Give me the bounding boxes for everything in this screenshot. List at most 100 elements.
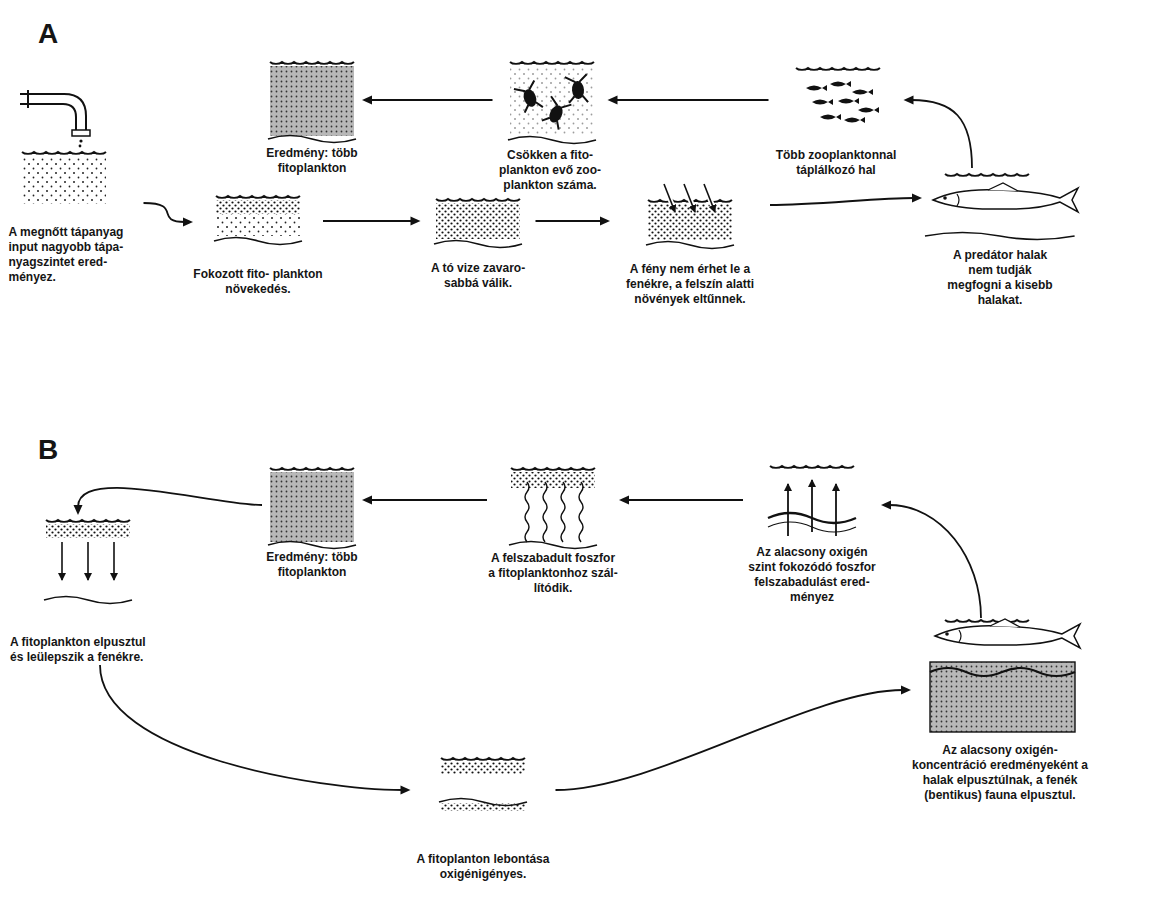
illustration-use [270,62,354,64]
illustration-use [925,233,1075,240]
arrow-line [100,665,403,790]
panel-caption: Eredmény: több fitoplankton [262,146,362,176]
illustration-line [664,184,675,212]
flow-arrow [144,203,194,227]
arrow-line [627,499,743,501]
illustration-use [852,89,873,95]
flow-arrow [881,501,981,619]
arrow-head [600,217,610,226]
illustration-use [509,542,597,549]
flow-arrow [100,665,411,795]
illustration-use [935,619,1080,648]
stage-panel: Eredmény: több fitoplankton [262,60,362,176]
illustration-line [811,480,813,532]
flow-arrow [323,217,421,226]
stage-panel: A predátor halak nem tudják megfogni a k… [922,168,1078,308]
arrow-line [370,99,493,101]
illustration-line [835,484,837,536]
illustration-use [510,62,594,64]
flow-arrow [608,96,769,105]
arrow-line [770,198,914,205]
arrow-head [619,496,629,505]
illustration-rect [510,66,594,136]
illustration-path [579,482,583,542]
illustration-use [945,174,1029,176]
illustration-rect [930,662,1075,732]
flow-arrow [74,488,263,515]
illustration-use [508,137,596,144]
illustration-line [704,184,715,212]
arrow-line [889,505,981,618]
arrow-line [370,499,487,501]
arrow-line [536,220,603,222]
panel-caption: Csökken a fito- plankton evő zoo- plankt… [493,148,608,193]
arrow-head [901,686,911,695]
stage-panel: A fény nem érhet le a fenékre, a felszín… [610,182,770,307]
illustration-g [664,184,715,212]
panel-caption: A fitoplankton elpusztul és leülepszik a… [10,635,150,665]
illustration-use [434,241,522,248]
arrow-line [556,690,904,790]
arrow-head [74,505,83,515]
flow-arrow [362,496,487,505]
turbid-water-picture [434,199,522,248]
stage-panel: A fitoplanton lebontása oxigénigényes. [411,752,556,882]
illustration-rect [441,762,525,774]
illustration-line [27,90,29,108]
illustration-use [806,85,827,91]
illustration-use [511,468,595,470]
illustration-use [22,152,106,154]
flow-arrow [904,96,973,169]
arrow-head [362,96,372,105]
stage-panel: Az alacsony oxigén szint fokozódó foszfo… [743,460,881,605]
arrow-line [616,99,769,101]
stage-panel: Több zooplanktonnal táplálkozó hal [769,62,904,178]
decomposition-picture [439,758,527,811]
illustration-rect [72,130,90,136]
illustration-rect [270,472,354,542]
illustration-path [525,482,529,542]
panel-caption: A tó vize zavaro- sabbá válik. [421,261,536,291]
panel-caption: Eredmény: több fitoplankton [262,550,362,580]
illustration-use [436,199,520,201]
illustration-use [44,597,132,604]
illustration-g [525,482,583,542]
illustration-use [770,466,854,468]
stage-panel: A megnőtt tápanyag input nagyobb tápa- n… [9,95,144,285]
illustration-use [830,81,851,87]
illustration-line [664,184,675,212]
arrow-line [78,488,262,507]
arrow-head [183,218,193,227]
flow-arrow [556,686,912,791]
sinking-plankton-picture [44,520,132,604]
fish-school-picture [796,68,880,123]
illustration-g [62,542,114,580]
arrow-head [608,96,618,105]
illustration-rect [648,204,732,240]
illustration-use [858,107,879,113]
illustration-use [812,99,833,105]
illustration-use [838,98,859,104]
illustration-use [820,114,841,120]
flow-arrow [362,96,493,105]
illustration-use [268,136,356,143]
stage-panel: A tó vize zavaro- sabbá válik. [421,195,536,291]
illustration-use [565,74,589,104]
arrow-head [401,786,411,795]
illustration-line [684,184,695,212]
illustration-use [844,117,865,123]
panel-caption: A megnőtt tápanyag input nagyobb tápa- n… [9,225,144,285]
arrow-head [411,217,421,226]
stage-panel: Fokozott fito- plankton növekedés. [193,192,323,297]
illustration-circle [79,145,82,148]
stage-panel: A felszabadult foszfor a fitoplanktonhoz… [487,465,619,596]
illustration-rect [46,524,130,538]
illustration-rect [270,66,354,136]
illustration-use [945,620,1029,622]
illustration-rect [216,200,300,214]
flow-arrow [619,496,743,505]
stage-panel: Az alacsony oxigén- koncentráció eredmén… [911,618,1089,803]
predator-fish-picture [925,174,1078,240]
stage-panel: Csökken a fito- plankton evő zoo- plankt… [493,58,608,193]
stage-panel: Eredmény: több fitoplankton [262,465,362,580]
